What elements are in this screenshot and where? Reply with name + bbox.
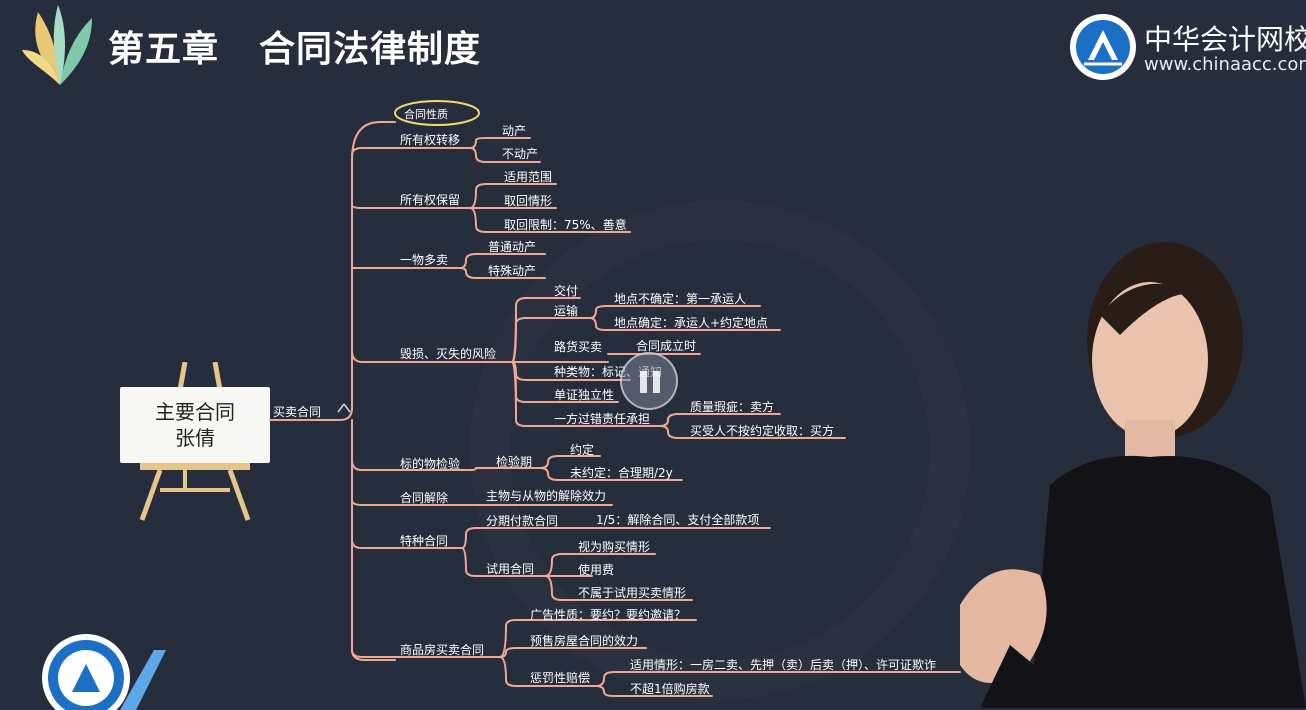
chapter-title: 合同法律制度 [259,29,482,70]
node-budongchan: 不动产 [502,147,539,161]
node-didian-buqueding: 地点不确定：第一承运人 [614,292,747,306]
easel-board: 主要合同 张倩 [120,387,270,463]
node-luhuo-maimai: 路货买卖 [554,340,603,354]
node-maishouren: 买受人不按约定收取：买方 [690,424,835,438]
node-weiyueding: 未约定：合理期/2y [570,466,673,480]
node-shiyong-qingxing: 适用情形：一房二卖、先押（卖）后卖（押）、许可证欺诈 [630,658,937,672]
node-biaodiwu-jianyan: 标的物检验 [400,457,461,471]
node-guanggao-xingzhi: 广告性质：要约？要约邀请？ [530,608,687,622]
node-quhui-xianzhi: 取回限制：75%、善意 [504,218,627,232]
node-shiyong-fanwei: 适用范围 [504,170,553,184]
cursor-icon [337,403,351,413]
node-yueding: 约定 [570,443,595,457]
easel-title: 主要合同 [155,400,235,424]
node-jianyanqi: 检验期 [496,455,533,469]
node-yiwu-duomai: 一物多卖 [400,253,449,267]
node-suoyouquan-baoliu: 所有权保留 [400,193,461,207]
node-huisun-fengxian: 毁损、灭失的风险 [400,347,497,361]
node-teshu-dongchan: 特殊动产 [488,264,537,278]
school-seal-icon [42,634,166,710]
leaf-logo-icon [22,5,92,85]
node-bushuyu-shiyong: 不属于试用买卖情形 [578,586,687,600]
node-shangpinfang: 商品房买卖合同 [400,643,485,657]
brand-name: 中华会计网校 [1144,23,1306,56]
node-shiwei-goumai: 视为购买情形 [578,540,651,554]
presenter-video [960,242,1306,708]
node-fenqi-fukuan: 分期付款合同 [486,514,559,528]
page-title: 第五章合同法律制度 [108,20,481,72]
brand-logo: 中华会计网校 www.chinaacc.com [1070,14,1306,84]
node-zhuwu-congwu: 主物与从物的解除效力 [486,489,607,503]
node-danzheng-dulixing: 单证独立性 [554,388,615,402]
node-dongchan: 动产 [502,124,527,138]
brand-url: www.chinaacc.com [1144,54,1306,75]
node-chengfaxing-peichang: 惩罚性赔偿 [530,671,591,685]
mindmap-root: 买卖合同 [273,405,322,419]
node-wufenzhiyi: 1/5：解除合同、支付全部款项 [596,513,760,527]
node-yifang-guocuo: 一方过错责任承担 [554,412,651,426]
node-suoyouquan-zhuanyi: 所有权转移 [400,133,461,147]
node-putong-dongchan: 普通动产 [488,240,537,254]
node-quhui-qingxing: 取回情形 [504,194,553,208]
video-pause-button[interactable] [620,352,678,410]
node-tezhong-hetong: 特种合同 [400,534,449,548]
easel-author: 张倩 [175,426,215,450]
node-yushou-fangwu: 预售房屋合同的效力 [530,634,639,648]
node-zhiliang-xiaci: 质量瑕疵：卖方 [690,400,775,414]
chinaacc-logo-icon [1070,14,1136,80]
node-shiyongfei: 使用费 [578,563,615,577]
node-hetong-jiechu: 合同解除 [400,491,449,505]
chapter-label: 第五章 [108,29,220,70]
node-buchao-yibei: 不超1倍购房款 [630,682,710,696]
node-yunshu: 运输 [554,304,579,318]
node-didian-queding: 地点确定：承运人+约定地点 [614,316,769,330]
node-hetong-chenglishi: 合同成立时 [636,339,697,353]
node-shiyong-hetong: 试用合同 [486,562,535,576]
easel-icon [139,362,251,521]
node-jiaofu: 交付 [554,284,579,298]
node-hetong-xingzhi: 合同性质 [404,108,448,121]
